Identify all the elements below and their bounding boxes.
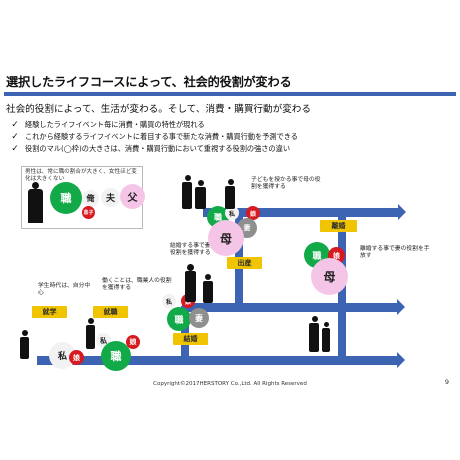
marriage-job-bubble: 職 <box>167 307 191 331</box>
male-role-legend: 男性は、常に職の割合が大きく、女性ほど変化は大きくない 職 俺 夫 父 息子 <box>21 166 145 229</box>
legend-son-bubble: 息子 <box>82 206 95 219</box>
bullet-list: ✓経験したライフイベント毎に消費・購買の特性が現れる ✓これから経験するライフイ… <box>10 119 298 155</box>
legend-ore-bubble: 俺 <box>82 190 99 207</box>
birth-self-bubble: 私 <box>225 206 239 220</box>
divorce-silhouette-body <box>322 328 330 352</box>
worker-silhouette-body <box>86 325 95 349</box>
bullet-item: ✓経験したライフイベント毎に消費・購買の特性が現れる <box>11 120 205 130</box>
stage-label-employment: 就職 <box>93 306 128 318</box>
couple-silhouette-head <box>205 274 211 280</box>
student-silhouette-head <box>22 330 28 336</box>
stage-label-divorce: 離婚 <box>320 220 357 232</box>
couple-silhouette-body <box>185 271 196 302</box>
check-icon: ✓ <box>11 132 19 142</box>
check-icon: ✓ <box>11 120 19 130</box>
family-silhouette-head <box>198 180 204 186</box>
stage-label-birth: 出産 <box>227 257 262 269</box>
copyright-footer: Copyright©2017HERSTORY Co.,Ltd. All Righ… <box>153 381 307 387</box>
divorce-note: 離婚する事で妻の役割を手放す <box>360 246 430 259</box>
birth-mother-bubble: 母 <box>208 220 244 256</box>
couple-silhouette-body <box>203 281 213 303</box>
student-note: 学生時代は、自分中心 <box>38 283 91 296</box>
check-icon: ✓ <box>11 144 19 154</box>
divorce-silhouette-body <box>309 323 319 352</box>
page-number: 9 <box>444 378 449 386</box>
family-silhouette-head <box>185 175 191 181</box>
family-silhouette-head <box>228 179 234 185</box>
divorce-mother-bubble: 母 <box>311 258 348 295</box>
legend-note: 男性は、常に職の割合が大きく、女性ほど変化は大きくない <box>25 169 137 182</box>
legend-husband-bubble: 夫 <box>101 188 120 207</box>
birth-daughter-bubble: 娘 <box>246 206 260 220</box>
stage-label-marriage: 結婚 <box>173 333 208 345</box>
birth-note: 子どもを授かる事で母の役割を獲得する <box>251 177 321 190</box>
employment-note: 働くことは、職業人の役割を獲得する <box>102 278 172 291</box>
employment-daughter-bubble: 娘 <box>126 335 140 349</box>
divorce-silhouette-head <box>312 316 318 322</box>
timeline-top-arrow <box>203 204 406 220</box>
divorce-silhouette-head <box>324 322 329 327</box>
family-silhouette-body <box>182 182 192 209</box>
slide-title: 選択したライフコースによって、社会的役割が変わる <box>6 75 292 89</box>
bullet-item: ✓役割のマル(◯枠)の大きさは、消費・購買行動において重視する役割の強さの違い <box>11 144 291 154</box>
marriage-wife-bubble: 妻 <box>189 308 209 328</box>
student-silhouette-body <box>20 337 29 359</box>
timeline-middle-arrow <box>182 299 405 315</box>
couple-silhouette-head <box>187 264 194 271</box>
employment-job-bubble: 職 <box>101 341 131 371</box>
family-silhouette-body <box>195 187 206 209</box>
legend-father-bubble: 父 <box>120 184 145 209</box>
worker-silhouette-head <box>88 318 94 324</box>
timeline-bottom-arrow <box>37 352 405 368</box>
slide-subtitle: 社会的役割によって、生活が変わる。そして、消費・購買行動が変わる <box>6 104 311 115</box>
bullet-item: ✓これから経験するライフイベントに着目する事で新たな消費・購買行動を予測できる <box>11 132 298 142</box>
student-daughter-bubble: 娘 <box>69 350 84 365</box>
stage-label-student: 就学 <box>32 306 67 318</box>
man-silhouette-head <box>32 182 39 189</box>
title-underline <box>4 92 456 96</box>
legend-job-bubble: 職 <box>50 182 82 214</box>
marriage-note: 結婚する事で妻の役割を獲得する <box>170 243 217 256</box>
marriage-self-bubble: 私 <box>162 294 176 308</box>
family-silhouette-body <box>225 186 235 209</box>
man-silhouette-body <box>28 189 43 223</box>
